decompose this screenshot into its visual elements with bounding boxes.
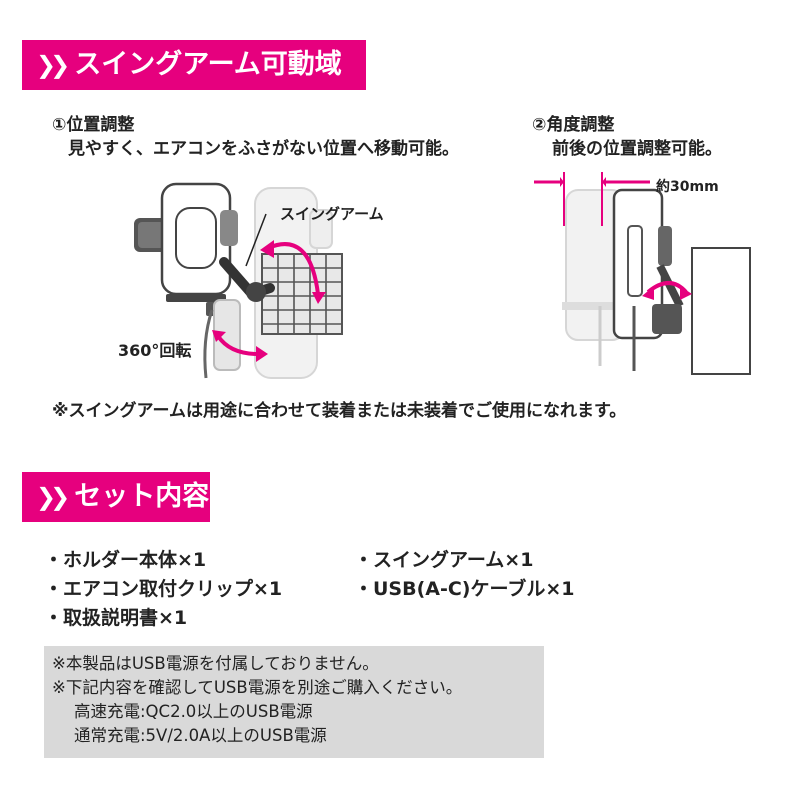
- angle-adjust-description: 前後の位置調整可能。: [552, 139, 722, 159]
- angle-adjust-illustration: [534, 172, 751, 375]
- double-chevron-right-icon: ❯❯: [36, 51, 70, 79]
- notice-line: ※本製品はUSB電源を付属しておりません。: [52, 654, 379, 673]
- usb-power-notice: ※本製品はUSB電源を付属しておりません。 ※下記内容を確認してUSB電源を別途…: [44, 646, 544, 758]
- rotation-label: 360°回転: [118, 341, 192, 360]
- list-item: ・USB(A-C)ケーブル×1: [354, 578, 575, 600]
- section-heading-contents: ❯❯セット内容: [22, 472, 210, 522]
- notice-detail: 通常充電:5V/2.0A以上のUSB電源: [74, 726, 327, 745]
- list-item: ・エアコン取付クリップ×1: [44, 578, 283, 600]
- list-item: ・取扱説明書×1: [44, 607, 188, 629]
- position-adjust-description: 見やすく、エアコンをふさがない位置へ移動可能。: [68, 139, 459, 159]
- position-adjust-illustration: [134, 182, 343, 379]
- section-heading-label: スイングアーム可動域: [74, 49, 342, 80]
- swing-arm-label: スイングアーム: [280, 205, 384, 223]
- list-item: ・ホルダー本体×1: [44, 549, 207, 571]
- position-adjust-title: ①位置調整: [52, 115, 135, 135]
- section-heading-swing-arm: ❯❯スイングアーム可動域: [22, 40, 366, 90]
- swing-arm-note: ※スイングアームは用途に合わせて装着または未装着でご使用になれます。: [52, 401, 627, 421]
- double-chevron-right-icon: ❯❯: [36, 483, 70, 511]
- section-heading-label: セット内容: [74, 481, 210, 512]
- list-item: ・スイングアーム×1: [354, 549, 534, 571]
- notice-line: ※下記内容を確認してUSB電源を別途ご購入ください。: [52, 678, 463, 697]
- angle-adjust-title: ②角度調整: [532, 115, 615, 135]
- notice-detail: 高速充電:QC2.0以上のUSB電源: [74, 702, 313, 721]
- distance-label: 約30mm: [656, 179, 719, 195]
